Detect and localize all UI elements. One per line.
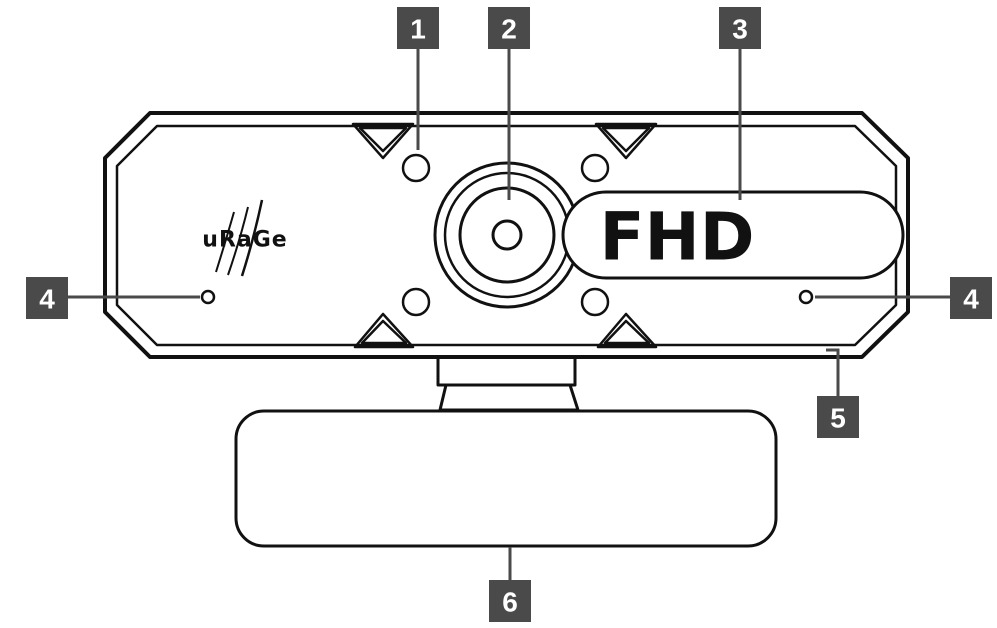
indicator-light-bottom-left (401, 287, 431, 317)
callout-4-right-label: 4 (963, 284, 979, 315)
callout-4-right: 4 (950, 277, 992, 319)
webcam-stand (234, 358, 778, 548)
camera-lens (433, 161, 581, 309)
microphone-left (200, 289, 216, 305)
urage-logo: uRaGe (202, 199, 287, 277)
webcam-body: FHD uRaGe (103, 111, 910, 359)
callout-4-left-label: 4 (39, 284, 55, 315)
callout-1-label: 1 (410, 14, 426, 45)
callout-3: 3 (719, 7, 761, 49)
callout-5-label: 5 (830, 403, 846, 434)
callout-3-label: 3 (732, 14, 748, 45)
logo-text: uRaGe (202, 228, 287, 253)
mounting-clip (234, 409, 778, 548)
callout-2: 2 (488, 7, 530, 49)
leader-5 (826, 348, 840, 398)
callout-4-left: 4 (26, 277, 68, 319)
bottom-notch-left (353, 312, 415, 349)
fhd-badge (561, 190, 905, 280)
fhd-badge-text: FHD (599, 199, 754, 276)
leader-lines (68, 48, 950, 580)
indicator-light-top-right (580, 153, 610, 183)
callout-6: 6 (489, 580, 531, 622)
indicator-light-bottom-right (580, 287, 610, 317)
callout-5: 5 (817, 396, 859, 438)
microphone-right (798, 289, 814, 305)
callout-2-label: 2 (501, 14, 517, 45)
top-notch-right (594, 122, 658, 160)
indicator-light-top-left (401, 153, 431, 183)
callout-6-label: 6 (502, 587, 518, 618)
callout-1: 1 (397, 7, 439, 49)
bottom-notch-right (596, 312, 658, 349)
top-notch-left (351, 122, 415, 160)
